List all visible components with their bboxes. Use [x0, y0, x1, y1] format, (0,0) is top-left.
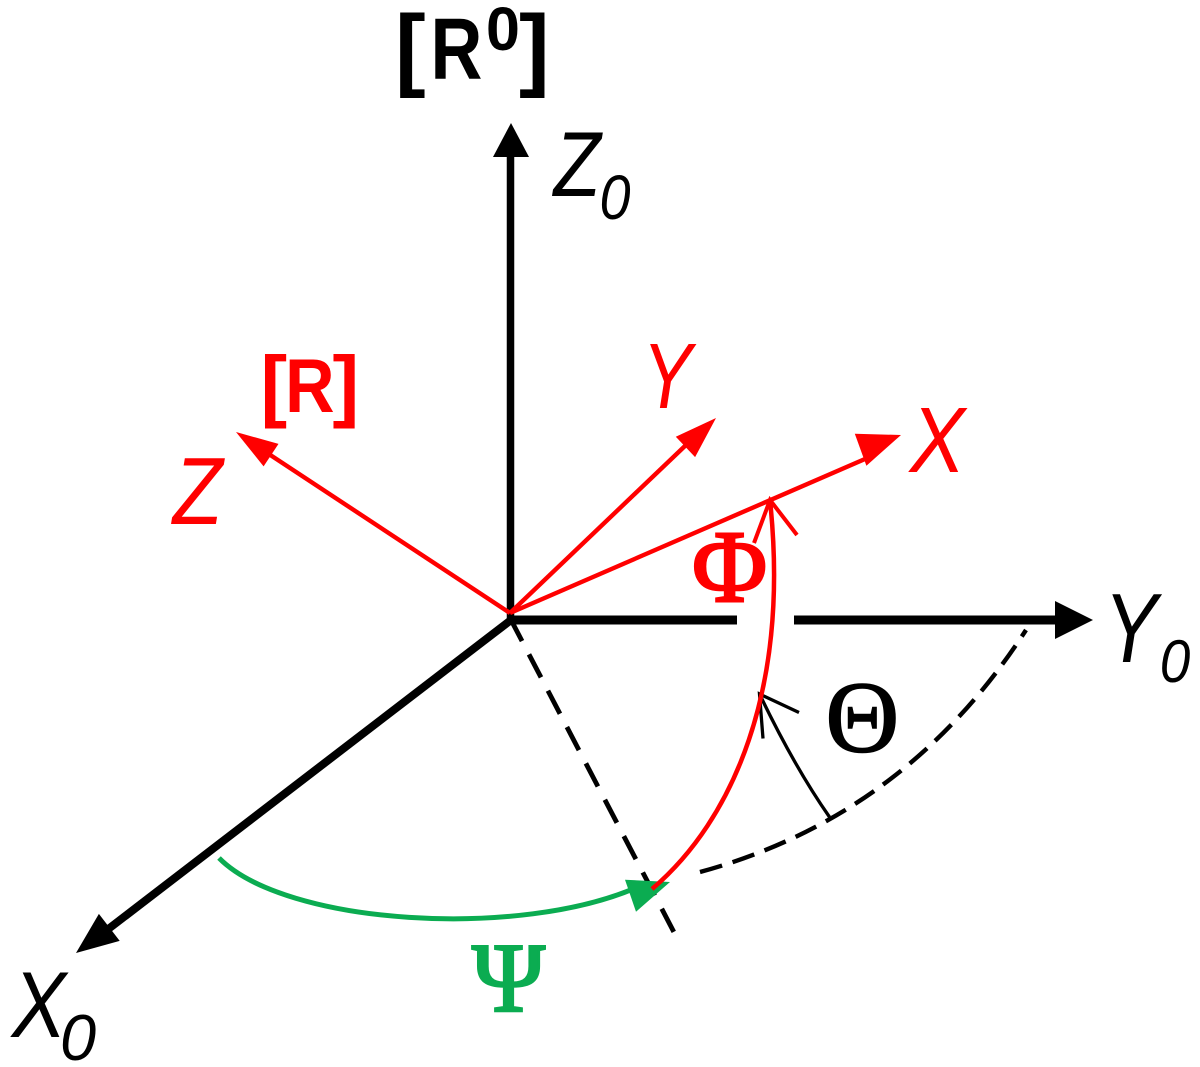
svg-text:Φ: Φ	[692, 510, 767, 624]
svg-text:[: [	[261, 340, 288, 429]
svg-text:R: R	[285, 344, 334, 429]
svg-text:R: R	[431, 1, 483, 98]
svg-text:Y: Y	[642, 324, 696, 428]
svg-text:0: 0	[486, 0, 520, 63]
svg-text:Ψ: Ψ	[472, 924, 545, 1033]
svg-text:X: X	[908, 388, 968, 492]
svg-text:X: X	[10, 952, 69, 1057]
svg-text:[: [	[395, 0, 426, 99]
svg-text:Z: Z	[552, 114, 603, 216]
svg-text:Θ: Θ	[826, 662, 900, 775]
svg-text:0: 0	[1160, 628, 1191, 695]
svg-text:0: 0	[600, 163, 631, 233]
svg-text:Z: Z	[171, 438, 226, 545]
svg-text:Y: Y	[1104, 573, 1163, 683]
svg-text:0: 0	[60, 1001, 96, 1067]
svg-text:]: ]	[519, 0, 550, 99]
svg-text:]: ]	[333, 340, 360, 429]
